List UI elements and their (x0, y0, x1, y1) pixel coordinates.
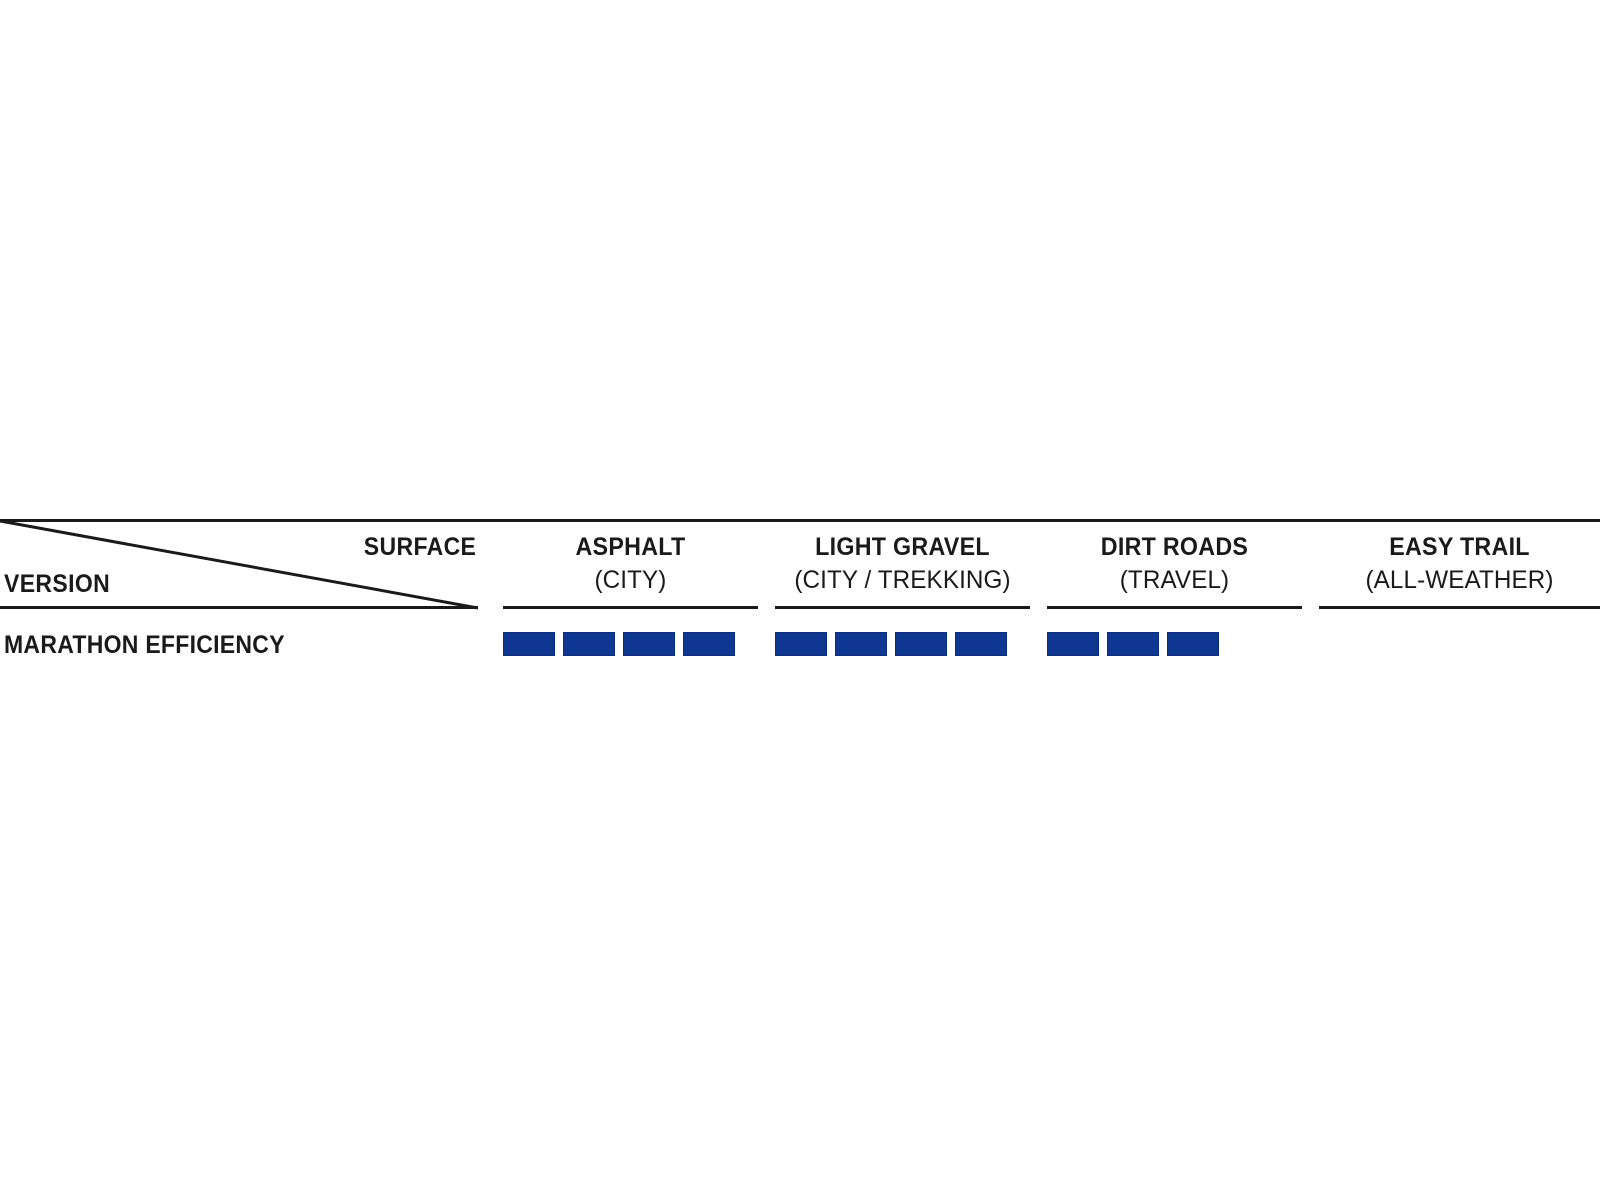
corner-bottom-rule (0, 606, 478, 609)
rating-segment (1047, 632, 1099, 656)
corner-diagonal-line (0, 519, 478, 610)
column-header-light-gravel: LIGHT GRAVEL (CITY / TREKKING) (775, 519, 1030, 611)
row-axis-label: VERSION (4, 570, 111, 598)
column-rule (503, 606, 758, 609)
column-subtitle: (CITY) (594, 566, 667, 594)
rating-segment (503, 632, 555, 656)
table-corner-cell (0, 519, 478, 611)
rating-segment (775, 632, 827, 656)
rating-segment (895, 632, 947, 656)
column-subtitle: (TRAVEL) (1119, 566, 1230, 594)
rating-segment (955, 632, 1007, 656)
column-header-dirt-roads: DIRT ROADS (TRAVEL) (1047, 519, 1302, 611)
column-axis-label: SURFACE (363, 533, 476, 561)
row-label-marathon-efficiency: MARATHON EFFICIENCY (4, 631, 285, 659)
column-header-asphalt: ASPHALT (CITY) (503, 519, 758, 611)
rating-segment (683, 632, 735, 656)
column-rule (775, 606, 1030, 609)
rating-cell-asphalt (503, 632, 758, 658)
column-header-easy-trail: EASY TRAIL (ALL-WEATHER) (1319, 519, 1600, 611)
rating-cell-dirt-roads (1047, 632, 1302, 658)
rating-cell-light-gravel (775, 632, 1030, 658)
column-subtitle: (ALL-WEATHER) (1365, 566, 1554, 594)
rating-segment (563, 632, 615, 656)
column-title: ASPHALT (575, 533, 686, 561)
column-title: DIRT ROADS (1100, 533, 1249, 561)
column-title: EASY TRAIL (1389, 533, 1530, 561)
table-top-rule (0, 519, 1600, 522)
column-subtitle: (CITY / TREKKING) (794, 566, 1011, 594)
column-title: LIGHT GRAVEL (815, 533, 990, 561)
rating-segment (1167, 632, 1219, 656)
column-rule (1047, 606, 1302, 609)
rating-segment (835, 632, 887, 656)
column-rule (1319, 606, 1600, 609)
rating-cell-easy-trail (1319, 632, 1600, 658)
rating-segment (623, 632, 675, 656)
rating-segment (1107, 632, 1159, 656)
